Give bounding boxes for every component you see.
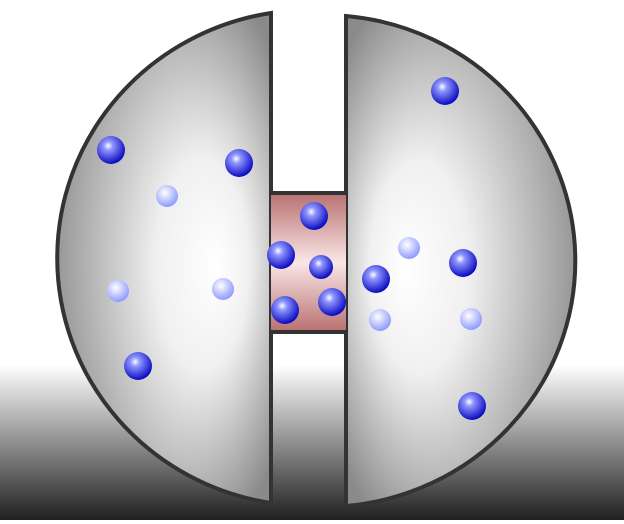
sphere-faint-icon	[212, 278, 234, 300]
sphere-faint-icon	[369, 309, 391, 331]
sphere-bright-icon	[124, 352, 152, 380]
sphere-bright-icon	[362, 265, 390, 293]
sphere-faint-icon	[107, 280, 129, 302]
sphere-bright-icon	[267, 241, 295, 269]
sphere-bright-icon	[309, 255, 333, 279]
left-chamber	[55, 10, 273, 506]
sphere-faint-icon	[156, 185, 178, 207]
sphere-bright-icon	[225, 149, 253, 177]
sphere-faint-icon	[460, 308, 482, 330]
sphere-bright-icon	[318, 288, 346, 316]
sphere-bright-icon	[271, 296, 299, 324]
sphere-bright-icon	[431, 77, 459, 105]
sphere-bright-icon	[300, 202, 328, 230]
sphere-bright-icon	[458, 392, 486, 420]
sphere-bright-icon	[449, 249, 477, 277]
bright-particles	[97, 77, 486, 420]
sphere-bright-icon	[97, 136, 125, 164]
faint-particles	[107, 185, 482, 331]
sphere-faint-icon	[398, 237, 420, 259]
